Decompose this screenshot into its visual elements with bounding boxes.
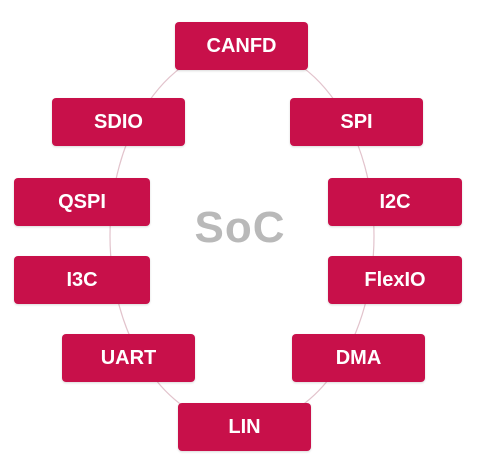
node-sdio-label: SDIO [94,110,143,133]
node-uart: UART [62,334,195,382]
node-dma-label: DMA [335,346,382,369]
node-sdio: SDIO [52,98,185,146]
node-i3c: I3C [14,256,150,304]
node-qspi: QSPI [14,178,150,226]
node-canfd-label: CANFD [206,34,277,57]
node-flexio-label: FlexIO [364,268,426,291]
node-canfd: CANFD [175,22,308,70]
node-i3c-label: I3C [66,268,98,291]
node-spi-label: SPI [340,110,373,133]
node-i2c-label: I2C [379,190,411,213]
node-flexio: FlexIO [328,256,462,304]
node-qspi-label: QSPI [58,190,106,213]
node-i2c: I2C [328,178,462,226]
node-lin: LIN [178,403,311,451]
node-spi: SPI [290,98,423,146]
node-dma: DMA [292,334,425,382]
soc-center-label: SoC [194,203,286,252]
node-lin-label: LIN [228,415,261,438]
node-uart-label: UART [100,346,157,369]
